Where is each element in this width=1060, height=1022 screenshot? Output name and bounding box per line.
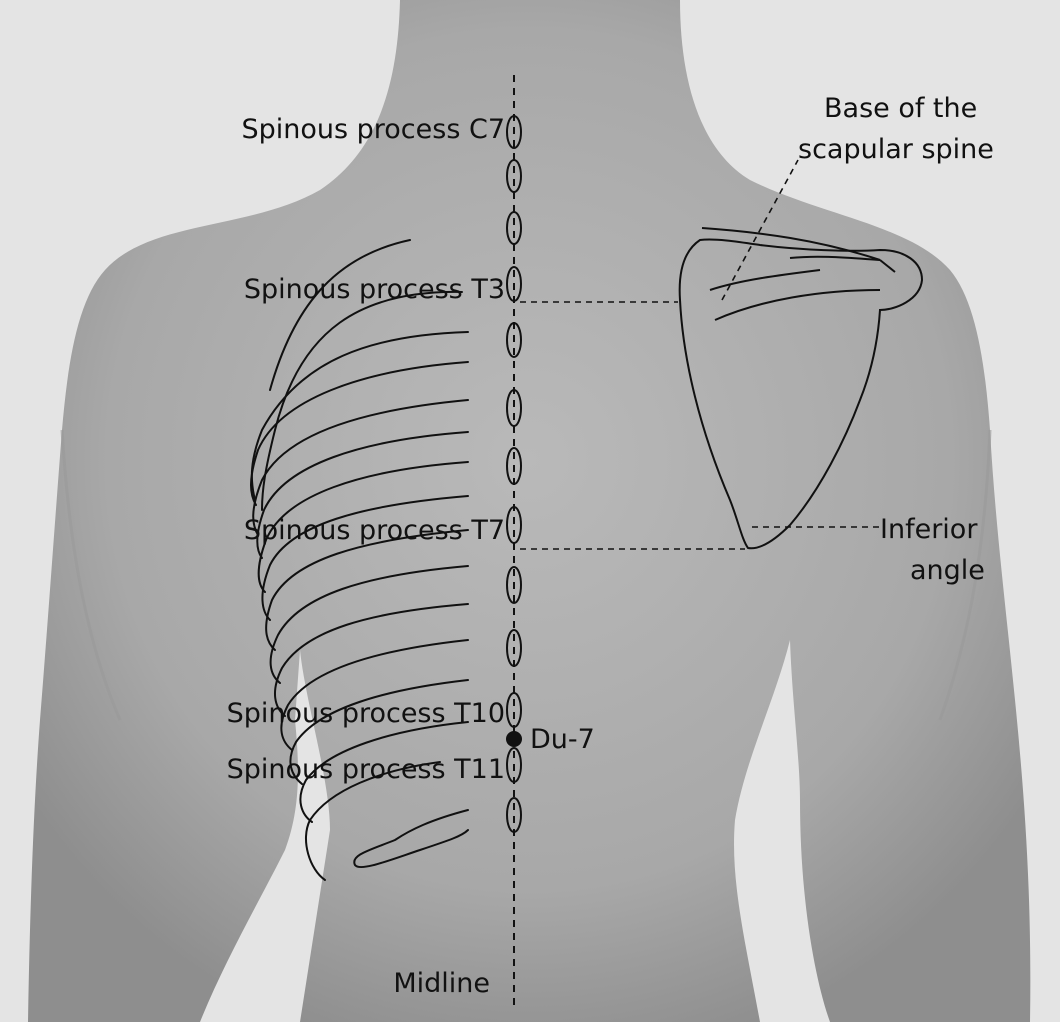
label-t7: Spinous process T7	[243, 515, 505, 546]
label-midline: Midline	[393, 968, 490, 999]
label-t11: Spinous process T11	[226, 754, 505, 785]
vertebra-t8	[506, 566, 522, 604]
vertebra-t2	[506, 211, 522, 245]
vertebra-c7	[506, 115, 522, 149]
reference-lines	[520, 159, 880, 550]
vertebra-t9	[506, 629, 522, 667]
label-scapular-spine-1: Base of the	[824, 93, 978, 124]
scapular-spine-leader	[721, 159, 799, 301]
vertebra-t5	[506, 389, 522, 427]
torso-silhouette	[28, 0, 1031, 1022]
scapula	[678, 227, 924, 550]
spinous-processes	[506, 115, 522, 833]
vertebra-t3	[506, 266, 522, 302]
vertebra-t12	[506, 797, 522, 833]
vertebra-t6	[506, 447, 522, 485]
label-inferior-angle-2: angle	[910, 555, 985, 586]
label-inferior-angle-1: Inferior	[880, 514, 978, 545]
vertebra-t4	[506, 322, 522, 358]
vertebra-t11	[506, 747, 522, 783]
right-arm-crease	[938, 429, 992, 721]
left-arm-crease	[60, 429, 122, 721]
label-du7: Du-7	[530, 724, 595, 755]
label-scapular-spine-2: scapular spine	[798, 134, 994, 165]
vertebra-t10	[506, 692, 522, 728]
label-t10: Spinous process T10	[226, 698, 505, 729]
label-t3: Spinous process T3	[243, 274, 505, 305]
du7-point	[506, 731, 522, 747]
label-c7: Spinous process C7	[241, 114, 505, 145]
vertebra-t1	[506, 159, 522, 193]
vertebra-t7	[506, 506, 522, 544]
ribcage	[250, 239, 469, 881]
